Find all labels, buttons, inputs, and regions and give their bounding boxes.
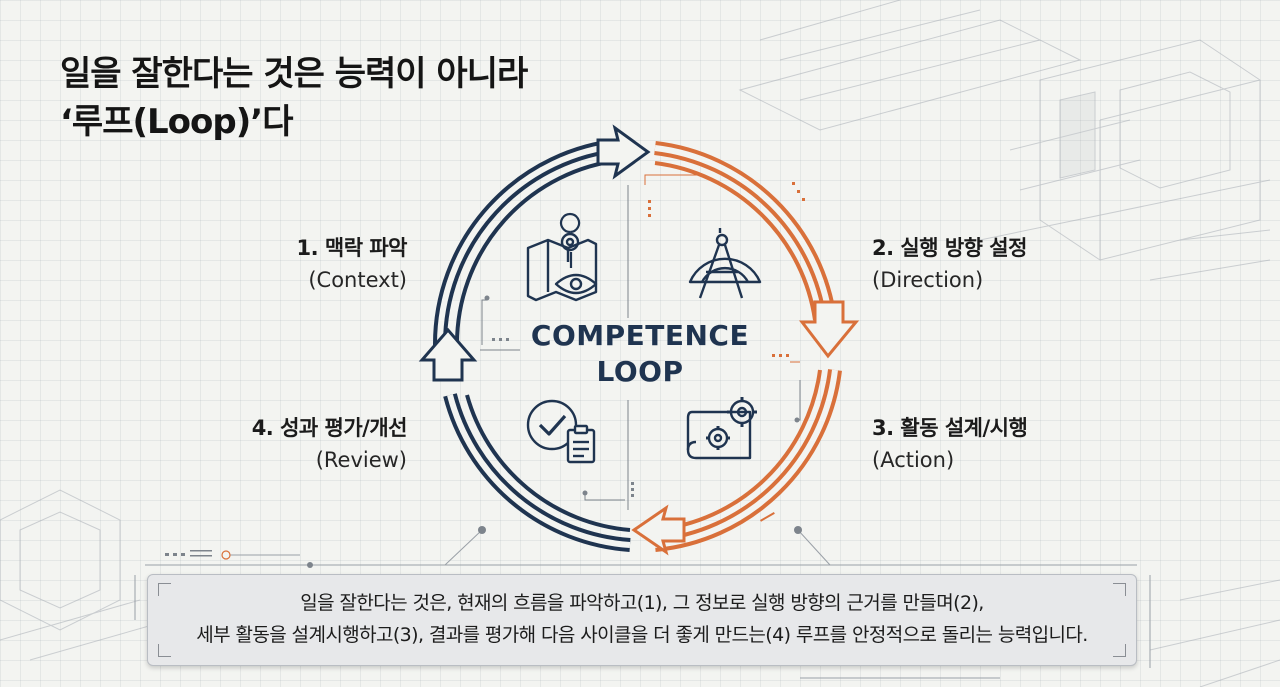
corner-mark <box>158 644 171 657</box>
summary-line-1: 일을 잘한다는 것은, 현재의 흐름을 파악하고(1), 그 정보로 실행 방향… <box>300 592 984 614</box>
page-title: 일을 잘한다는 것은 능력이 아니라 ‘루프(Loop)’다 <box>60 50 528 146</box>
stage-direction-subtitle: (Direction) <box>872 268 984 292</box>
summary-box: 일을 잘한다는 것은, 현재의 흐름을 파악하고(1), 그 정보로 실행 방향… <box>147 574 1137 666</box>
loop-arrow-right <box>654 141 842 552</box>
stage-direction-title: 2. 실행 방향 설정 <box>872 236 1027 260</box>
blueprint-gears-icon <box>686 397 757 460</box>
competence-loop-title: COMPETENCE LOOP <box>515 318 765 390</box>
corner-mark <box>1113 644 1126 657</box>
arrowhead-left-navy <box>418 327 478 382</box>
corner-mark <box>158 583 171 596</box>
stage-review-label: 4. 성과 평가/개선 (Review) <box>180 412 408 472</box>
stage-action-title: 3. 활동 설계/시행 <box>872 416 1028 440</box>
stage-direction-label: 2. 실행 방향 설정 (Direction) <box>872 232 1112 292</box>
stage-context-label: 1. 맥락 파악 (Context) <box>200 232 408 292</box>
summary-line-2: 세부 활동을 설계시행하고(3), 결과를 평가해 다음 사이클을 더 좋게 만… <box>196 624 1088 646</box>
arrowhead-bottom-orange <box>631 504 686 556</box>
title-line-1: 일을 잘한다는 것은 능력이 아니라 <box>60 54 528 94</box>
stage-review-subtitle: (Review) <box>315 448 407 472</box>
stage-action-subtitle: (Action) <box>872 448 955 472</box>
compass-protractor-icon <box>688 228 762 299</box>
arrowhead-top-navy <box>596 124 651 180</box>
stage-action-label: 3. 활동 설계/시행 (Action) <box>872 412 1112 472</box>
stage-context-title: 1. 맥락 파악 <box>296 236 408 260</box>
center-line-2: LOOP <box>596 355 684 388</box>
checkmark-clipboard-icon <box>526 399 596 464</box>
map-eye-icon <box>526 212 598 302</box>
center-line-1: COMPETENCE <box>530 319 750 352</box>
loop-arrow-left <box>432 138 631 552</box>
arrowhead-right-orange <box>798 300 860 359</box>
corner-mark <box>1113 583 1126 596</box>
stage-review-title: 4. 성과 평가/개선 <box>251 416 408 440</box>
stage-context-subtitle: (Context) <box>308 268 407 292</box>
title-line-2: ‘루프(Loop)’다 <box>60 102 293 142</box>
